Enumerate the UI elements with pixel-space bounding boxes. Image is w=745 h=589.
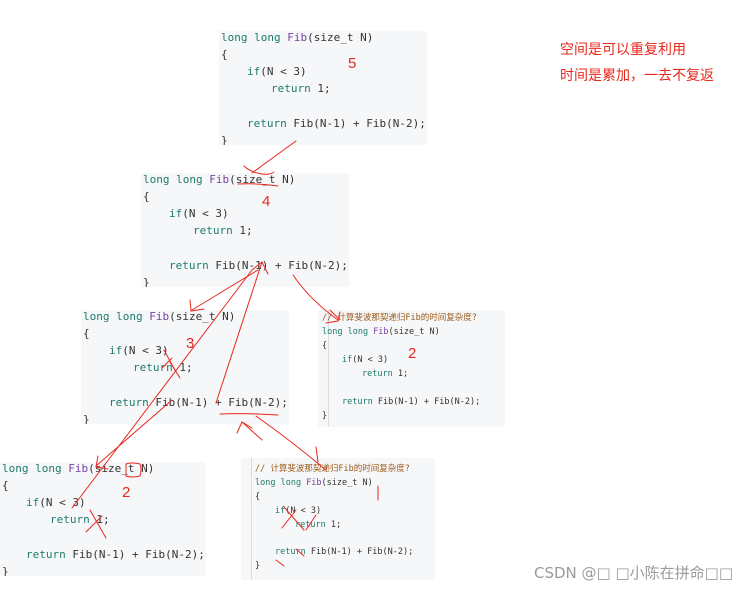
call-count-label-2-left: 2 <box>122 484 131 501</box>
code-return-recursive: return Fib(N-1) + Fib(N-2); <box>342 397 481 407</box>
code-open-brace: { <box>322 341 328 351</box>
code-close-brace: } <box>255 561 261 571</box>
code-if-line: if(N < 3) <box>342 355 389 365</box>
code-return-recursive: return Fib(N-1) + Fib(N-2); <box>109 396 288 409</box>
code-open-brace: { <box>83 327 90 340</box>
code-if-line: if(N < 3) <box>169 207 229 220</box>
code-return-one: return 1; <box>193 224 253 237</box>
line-gutter <box>241 458 252 580</box>
call-count-label-4: 4 <box>262 193 271 210</box>
code-open-brace: { <box>221 48 228 61</box>
code-return-recursive: return Fib(N-1) + Fib(N-2); <box>26 548 205 561</box>
code-signature: long long Fib(size_t N) <box>255 478 373 488</box>
csdn-watermark: CSDN @□ □小陈在拼命□□ <box>534 564 733 582</box>
code-signature: long long Fib(size_t N) <box>2 462 155 475</box>
code-if-line: if(N < 3) <box>247 65 307 78</box>
code-close-brace: } <box>143 276 150 287</box>
code-open-brace: { <box>2 479 9 492</box>
code-signature: long long Fib(size_t N) <box>83 310 236 323</box>
code-signature: long long Fib(size_t N) <box>221 31 374 44</box>
code-close-brace: } <box>221 134 228 145</box>
code-comment: // 计算斐波那契递归Fib的时间复杂度? <box>322 313 477 323</box>
code-block-level2-right: // 计算斐波那契递归Fib的时间复杂度? long long Fib(size… <box>318 310 505 427</box>
code-if-line: if(N < 3) <box>275 506 322 516</box>
note-space-reuse: 空间是可以重复利用 <box>560 42 686 58</box>
code-signature: long long Fib(size_t N) <box>322 327 440 337</box>
code-close-brace: } <box>2 565 9 576</box>
note-time-accumulates: 时间是累加，一去不复返 <box>560 68 714 84</box>
code-close-brace: } <box>83 413 90 424</box>
code-return-one: return 1; <box>362 369 409 379</box>
code-comment: // 计算斐波那契递归Fib的时间复杂度? <box>255 464 410 474</box>
code-block-level5: long long Fib(size_t N) { if(N < 3) retu… <box>219 31 427 145</box>
code-return-recursive: return Fib(N-1) + Fib(N-2); <box>275 547 414 557</box>
code-block-level4: long long Fib(size_t N) { if(N < 3) retu… <box>141 173 349 287</box>
code-return-one: return 1; <box>295 520 342 530</box>
call-count-label-3: 3 <box>186 335 195 352</box>
code-block-level3: long long Fib(size_t N) { if(N < 3) retu… <box>81 310 289 424</box>
code-return-recursive: return Fib(N-1) + Fib(N-2); <box>169 259 348 272</box>
code-signature: long long Fib(size_t N) <box>143 173 296 186</box>
code-block-level1-bottom: // 计算斐波那契递归Fib的时间复杂度? long long Fib(size… <box>241 458 435 580</box>
code-if-line: if(N < 3) <box>109 344 169 357</box>
call-arrow-5-to-4 <box>251 140 297 174</box>
code-if-line: if(N < 3) <box>26 496 86 509</box>
call-count-label-5: 5 <box>348 55 357 72</box>
code-return-one: return 1; <box>133 361 193 374</box>
call-count-label-2-right: 2 <box>408 345 417 362</box>
code-block-level2-left: long long Fib(size_t N) { if(N < 3) retu… <box>0 462 206 576</box>
code-return-recursive: return Fib(N-1) + Fib(N-2); <box>247 117 426 130</box>
code-open-brace: { <box>143 190 150 203</box>
code-return-one: return 1; <box>271 82 331 95</box>
arrow-shaft <box>241 421 263 441</box>
code-open-brace: { <box>255 492 261 502</box>
code-close-brace: } <box>322 411 328 421</box>
line-gutter <box>318 310 329 427</box>
code-return-one: return 1; <box>50 513 110 526</box>
